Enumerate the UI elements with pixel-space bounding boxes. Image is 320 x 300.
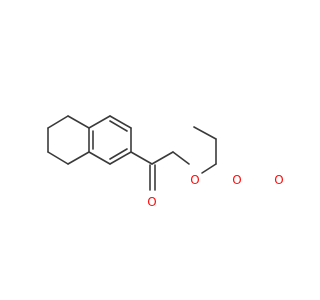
ether-oxygen-label: O	[190, 173, 199, 187]
lactone-carbonyl-oxygen-label: O	[274, 173, 283, 187]
bond	[193, 126, 217, 140]
keto-ether-linker	[130, 151, 217, 191]
bond	[67, 151, 90, 165]
bond	[109, 115, 132, 129]
bond	[47, 115, 69, 129]
bond	[201, 163, 217, 174]
bond	[172, 151, 190, 165]
bond	[151, 151, 174, 165]
bond	[67, 115, 90, 129]
structure-canvas: O O O O	[47, 115, 284, 209]
bond	[109, 120, 128, 132]
bond	[88, 151, 111, 165]
aromatic-ring-left	[88, 115, 132, 165]
saturated-ring	[47, 115, 90, 165]
ring-oxygen-label: O	[232, 173, 241, 187]
ketone-oxygen-label: O	[147, 195, 156, 209]
bond	[47, 151, 69, 165]
bond	[130, 151, 153, 165]
aromatic-ring-coumarin	[193, 126, 217, 165]
bond	[109, 148, 128, 160]
bond	[88, 115, 111, 129]
bond	[109, 151, 132, 165]
chemical-structure-diagram: O O O O	[47, 115, 284, 209]
